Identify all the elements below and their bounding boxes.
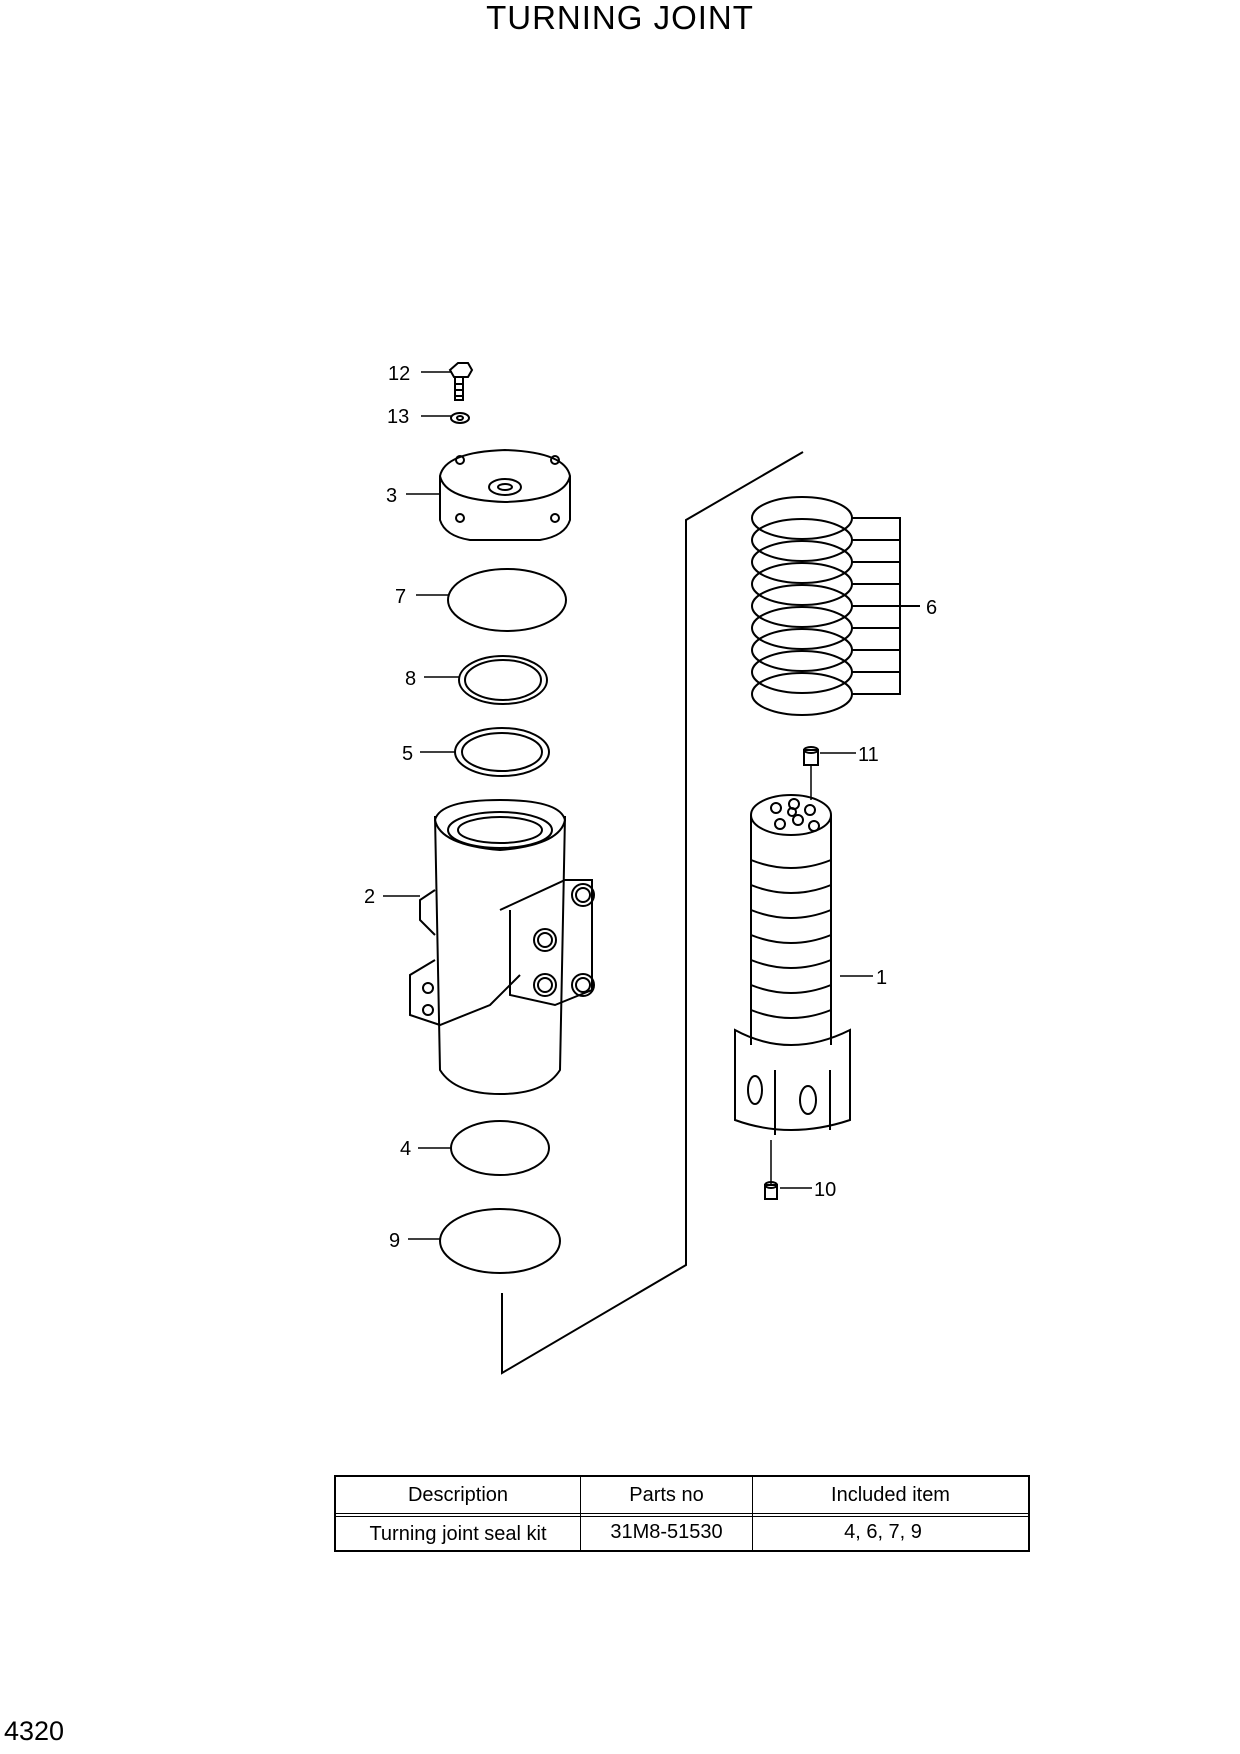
callout-13: 13 [387, 406, 409, 428]
part-7-o-ring [447, 568, 567, 632]
callout-8: 8 [405, 668, 416, 690]
header-description: Description [407, 1484, 509, 1506]
page-title: TURNING JOINT [486, 0, 754, 36]
callout-2: 2 [364, 886, 375, 908]
callout-9: 9 [389, 1230, 400, 1252]
callout-1: 1 [876, 967, 887, 989]
row-included-item: 4, 6, 7, 9 [844, 1521, 922, 1543]
part-9-o-ring [439, 1208, 561, 1274]
leader-lines [383, 371, 873, 1240]
page-number: 4320 [4, 1716, 65, 1746]
callout-6: 6 [926, 597, 937, 619]
callout-10: 10 [814, 1179, 836, 1201]
part-1-spindle [734, 794, 851, 1135]
seal-kit-table: Description Parts no Included item Turni… [334, 1475, 1030, 1552]
row-parts-no: 31M8-51530 [610, 1521, 723, 1543]
part-11-plug [803, 746, 819, 766]
callout-3: 3 [386, 485, 397, 507]
kit-bracket-line [501, 451, 804, 1375]
callout-5: 5 [402, 743, 413, 765]
part-2-body [409, 798, 595, 1096]
callout-11: 11 [858, 744, 879, 766]
callout-7: 7 [395, 586, 406, 608]
callout-4: 4 [400, 1138, 411, 1160]
part-4-o-ring [450, 1120, 550, 1176]
table-header-rule [336, 1516, 1028, 1517]
header-included-item: Included item [831, 1484, 950, 1506]
part-6-seal-rings [751, 496, 920, 716]
header-parts-no: Parts no [629, 1484, 704, 1506]
part-3-cover [438, 448, 572, 541]
part-13-washer [450, 412, 470, 424]
part-12-bolt [448, 362, 474, 401]
part-5-ring [454, 727, 550, 777]
part-8-retaining-ring [458, 655, 548, 705]
callout-12: 12 [388, 363, 410, 385]
table-header-rule [336, 1513, 1028, 1514]
row-description: Turning joint seal kit [369, 1523, 547, 1545]
